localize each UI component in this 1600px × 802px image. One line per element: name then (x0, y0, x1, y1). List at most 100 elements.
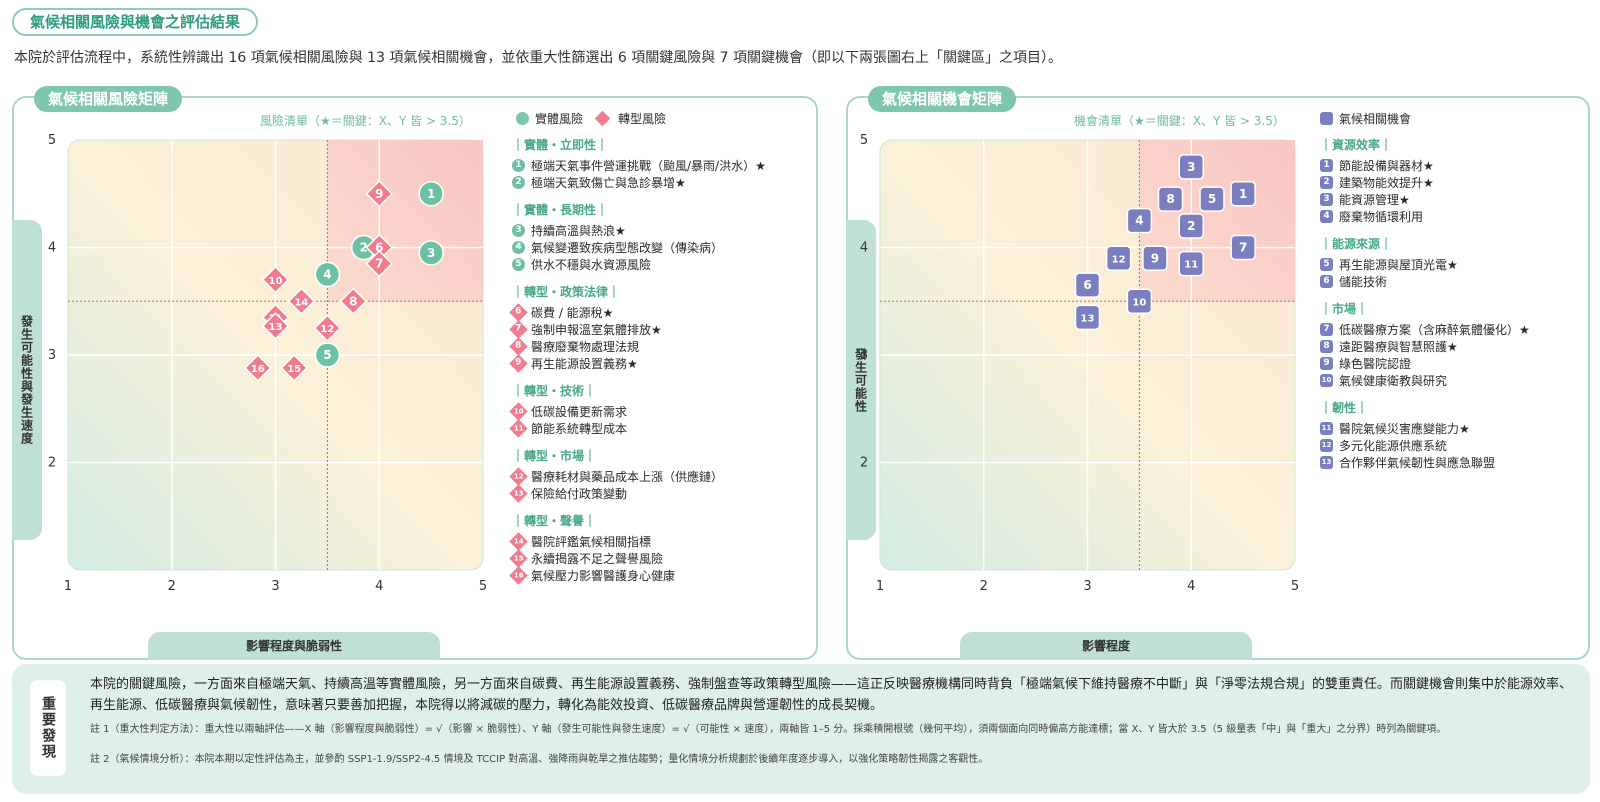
opp-list-item-text: 醫院氣候災害應變能力★ (1339, 422, 1470, 436)
point-diamond-7: 7 (365, 249, 394, 278)
point-label: 1 (1239, 187, 1247, 201)
diamond-number-badge: 11 (509, 419, 528, 438)
risk-list-item-text: 供水不穩與水資源風險 (531, 258, 652, 272)
square-number-badge: 4 (1320, 210, 1333, 223)
square-number-badge: 6 (1320, 275, 1333, 288)
opp-list-item-text: 再生能源與屋頂光電★ (1339, 258, 1458, 272)
point-label: 6 (1083, 278, 1091, 292)
square-number-badge: 5 (1320, 258, 1333, 271)
risk-x-axis-label: 影響程度與脆弱性 (148, 632, 440, 660)
risk-list-item-text: 極端天氣致傷亡與急診暴增★ (531, 176, 686, 190)
transition-risk-swatch-icon (594, 110, 611, 127)
diamond-number-badge: 8 (509, 337, 528, 356)
opp-list-item-text: 儲能技術 (1339, 275, 1388, 289)
circle-number-badge: 5 (512, 258, 525, 271)
risk-group-title: ｜實體・立即性｜ (512, 138, 609, 152)
point-label: 2 (1187, 219, 1195, 233)
intro-text: 本院於評估流程中，系統性辨識出 16 項氣候相關風險與 13 項氣候相關機會，並… (14, 50, 1063, 66)
opp-x-axis-label: 影響程度 (960, 632, 1252, 660)
opportunity-swatch-icon (1320, 112, 1333, 125)
point-square-9: 9 (1142, 245, 1168, 271)
point-label: 10 (269, 276, 283, 287)
square-number-badge: 11 (1320, 422, 1333, 435)
point-circle-5: 5 (314, 342, 341, 368)
point-label: 4 (323, 267, 331, 281)
point-label: 5 (1208, 192, 1216, 206)
risk-group-title: ｜轉型・技術｜ (512, 384, 597, 398)
opp-list-item: 3 能資源管理★ (1320, 191, 1530, 208)
opp-list-item: 11 醫院氣候災害應變能力★ (1320, 420, 1530, 437)
risk-matrix-panel: 氣候相關風險矩陣 風險清單（★＝關鍵：X、Y 皆 > 3.5） 實體風險 轉型風… (12, 86, 818, 660)
page-title: 氣候相關風險與機會之評估結果 (12, 8, 259, 36)
key-zone (327, 140, 483, 302)
opp-list-item: 12 多元化能源供應系統 (1320, 437, 1530, 454)
x-tick-label: 4 (1187, 579, 1195, 594)
point-diamond-6: 6 (365, 233, 394, 262)
square-number-badge: 3 (1320, 193, 1333, 206)
findings-tag: 重要發現 (30, 680, 66, 776)
point-diamond-8: 8 (339, 287, 368, 316)
x-tick-label: 4 (375, 579, 383, 594)
circle-number-badge: 2 (512, 176, 525, 189)
point-square-4: 4 (1126, 207, 1153, 234)
point-square-2: 2 (1178, 213, 1204, 239)
risk-list-item-text: 醫院評鑑氣候相關指標 (531, 535, 652, 549)
point-label: 9 (375, 187, 383, 201)
opp-legend: 氣候相關機會 (1320, 110, 1411, 127)
risk-list-item-text: 永續揭露不足之聲譽風險 (531, 552, 664, 566)
point-square-11: 11 (1178, 250, 1204, 277)
opp-list-item-text: 多元化能源供應系統 (1339, 439, 1448, 453)
point-label: 2 (360, 241, 368, 255)
risk-list-item: 2 極端天氣致傷亡與急診暴增★ (512, 174, 766, 191)
opp-list-caption: 機會清單（★＝關鍵：X、Y 皆 > 3.5） (1074, 114, 1285, 128)
point-label: 8 (349, 294, 357, 308)
point-label: 3 (427, 246, 435, 260)
square-number-badge: 13 (1320, 456, 1333, 469)
point-square-8: 8 (1157, 186, 1184, 212)
point-label: 16 (251, 364, 265, 375)
x-tick-label: 1 (876, 579, 884, 594)
point-label: 15 (287, 364, 301, 375)
opp-y-axis-label: 發生可能性 (846, 220, 876, 540)
point-label: 14 (294, 297, 308, 308)
risk-matrix-chart: 12345234512345678910111213141516 (48, 133, 487, 598)
risk-list-item-text: 節能系統轉型成本 (531, 422, 628, 436)
y-tick-label: 2 (48, 456, 56, 471)
point-label: 13 (1081, 313, 1095, 324)
square-number-badge: 8 (1320, 340, 1333, 353)
x-tick-label: 3 (271, 579, 279, 594)
opp-list-item-text: 節能設備與器材★ (1339, 159, 1434, 173)
point-label: 12 (1112, 254, 1126, 265)
point-square-10: 10 (1126, 288, 1153, 314)
point-label: 7 (375, 257, 383, 271)
opp-list-item-text: 建築物能效提升★ (1339, 176, 1434, 190)
point-label: 11 (1184, 260, 1198, 271)
diamond-number-badge: 13 (509, 484, 528, 503)
risk-list-item-text: 低碳設備更新需求 (531, 405, 628, 419)
point-label: 9 (1151, 251, 1159, 265)
square-number-badge: 12 (1320, 439, 1333, 452)
point-label: 6 (375, 241, 383, 255)
risk-legend: 實體風險 轉型風險 (516, 110, 666, 127)
opp-panel-title: 氣候相關機會矩陣 (868, 86, 1017, 112)
point-square-7: 7 (1230, 234, 1256, 261)
risk-group-title: ｜轉型・政策法律｜ (512, 285, 621, 299)
point-label: 1 (427, 187, 435, 201)
opp-list-item-text: 能資源管理★ (1339, 193, 1410, 207)
